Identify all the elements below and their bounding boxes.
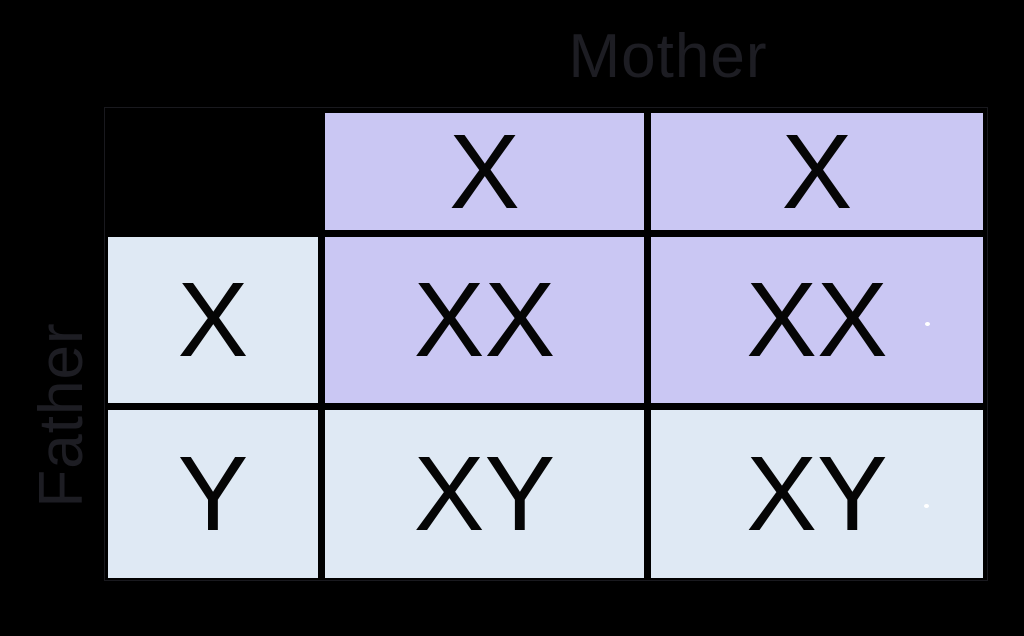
- row-header-x: X: [108, 237, 318, 403]
- cell-xy-1: XY: [325, 410, 644, 578]
- col-header-x2: X: [651, 113, 983, 230]
- cell-xy-2: XY: [651, 410, 983, 578]
- row-header-y: Y: [108, 410, 318, 578]
- col-header-x1: X: [325, 113, 644, 230]
- punnett-grid: X X X XX XX Y XY XY: [108, 113, 983, 578]
- mother-label: Mother: [568, 22, 768, 91]
- father-label: Father: [27, 322, 96, 508]
- cell-xx-1: XX: [325, 237, 644, 403]
- cell-xx-2: XX: [651, 237, 983, 403]
- corner-cell: [108, 113, 318, 230]
